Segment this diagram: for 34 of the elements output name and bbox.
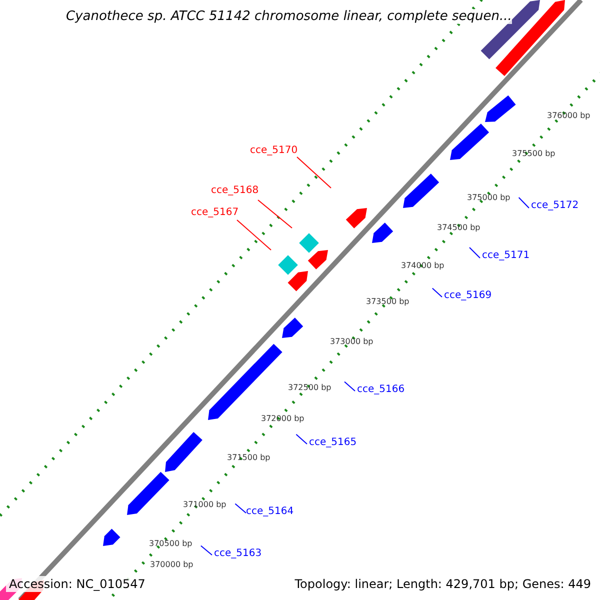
gene-label: cce_5165 — [309, 437, 357, 448]
leader-line — [200, 545, 212, 556]
gene-label: cce_5171 — [482, 250, 530, 261]
tick-label: 375000 bp — [467, 193, 510, 202]
gene-label: cce_5167 — [191, 207, 239, 218]
leader-line — [469, 247, 480, 258]
tick-label: 373000 bp — [330, 337, 374, 346]
gene-label: cce_5166 — [357, 384, 405, 395]
tick-label: 375500 bp — [512, 149, 556, 158]
tick-label: 372500 bp — [288, 383, 332, 392]
leader-line — [296, 156, 332, 188]
gene-label: cce_5163 — [214, 548, 262, 559]
tick-label: 371500 bp — [227, 453, 270, 462]
gene-label: cce_5168 — [211, 185, 259, 196]
tick-label: 371000 bp — [183, 500, 226, 509]
gene-label: cce_5170 — [250, 145, 298, 156]
tick-label: 372000 bp — [261, 414, 304, 423]
tick-label: 370000 bp — [150, 560, 194, 569]
tick-label: 370500 bp — [149, 539, 192, 548]
tick-label: 373500 bp — [366, 297, 410, 306]
gene-label: cce_5169 — [444, 290, 492, 301]
leader-line — [518, 197, 530, 208]
tick-label: 374500 bp — [437, 223, 480, 232]
leader-line — [344, 381, 356, 392]
leader-line — [234, 503, 246, 514]
leader-line — [258, 200, 292, 228]
leader-line — [432, 288, 442, 298]
gene-label: cce_5172 — [531, 200, 579, 211]
gene-label: cce_5164 — [246, 506, 294, 517]
title: Cyanothece sp. ATCC 51142 chromosome linear, complete sequen... — [66, 9, 512, 24]
leader-line — [296, 434, 308, 444]
leader-line — [236, 220, 272, 250]
tick-label: 374000 bp — [401, 261, 444, 270]
tick-label: 376000 bp — [547, 111, 590, 120]
